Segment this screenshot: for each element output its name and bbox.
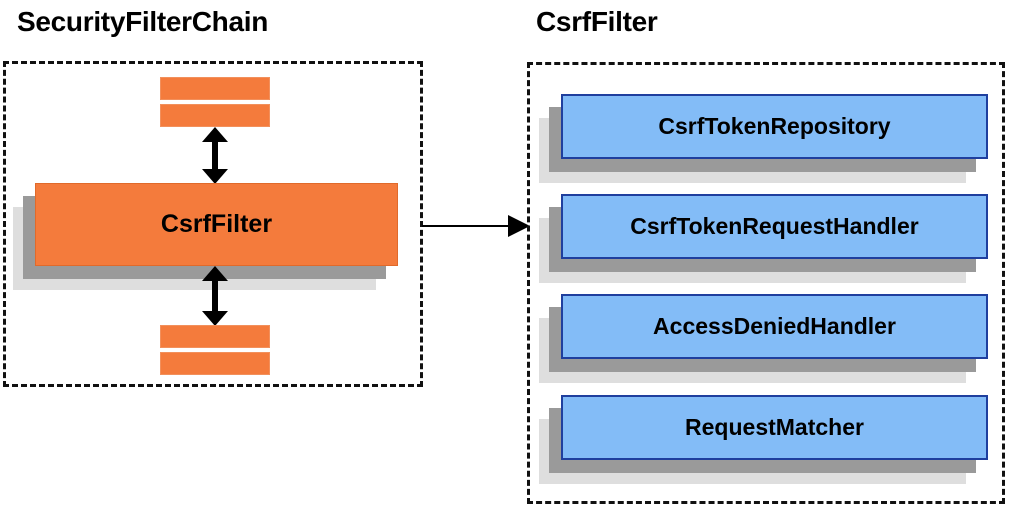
filter-bar-below-1 <box>160 325 270 348</box>
double-arrow-above-icon <box>202 127 228 184</box>
node-csrf-token-request-handler[interactable]: CsrfTokenRequestHandler <box>539 194 988 283</box>
node-label: CsrfTokenRepository <box>561 94 988 159</box>
node-csrf-filter[interactable]: CsrfFilter <box>13 183 398 290</box>
filter-bar-below-2 <box>160 352 270 375</box>
node-label: AccessDeniedHandler <box>561 294 988 359</box>
node-request-matcher[interactable]: RequestMatcher <box>539 395 988 484</box>
node-label: CsrfTokenRequestHandler <box>561 194 988 259</box>
page-title-security-filter-chain: SecurityFilterChain <box>17 6 269 37</box>
node-csrf-filter-label: CsrfFilter <box>35 183 398 266</box>
filter-bar-above-2 <box>160 104 270 127</box>
page-title-csrf-filter: CsrfFilter <box>536 6 658 37</box>
node-csrf-token-repository[interactable]: CsrfTokenRepository <box>539 94 988 183</box>
node-label: RequestMatcher <box>561 395 988 460</box>
csrf-filter-detail-panel <box>527 62 1005 504</box>
filter-bar-above-1 <box>160 77 270 100</box>
double-arrow-below-icon <box>202 266 228 326</box>
connector-arrow-icon <box>422 215 530 237</box>
security-filter-chain-panel <box>3 61 423 387</box>
node-access-denied-handler[interactable]: AccessDeniedHandler <box>539 294 988 383</box>
